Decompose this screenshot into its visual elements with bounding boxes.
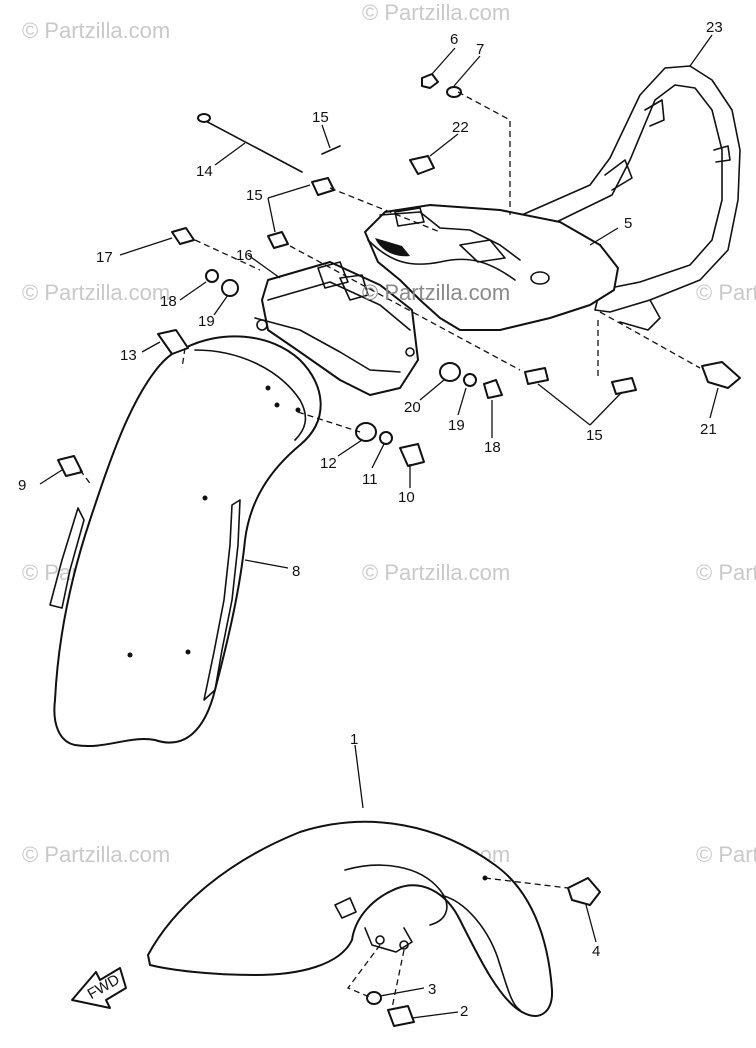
bolt-18: [483, 379, 503, 399]
callout-23: 23: [706, 19, 723, 36]
watermark-center: © Partzilla.com: [362, 280, 510, 305]
watermark: © Partzilla.com: [22, 842, 170, 867]
callout-4: 4: [592, 943, 600, 960]
callout-10: 10: [398, 489, 415, 506]
front-fender-1: [147, 820, 554, 1017]
callout-7: 7: [476, 41, 484, 58]
nut-6: [421, 73, 439, 89]
callout-9: 9: [18, 477, 26, 494]
callout-19: 18: [160, 293, 177, 310]
callout-8: 8: [292, 563, 300, 580]
grommet-22: [409, 155, 435, 175]
collar-15: [611, 377, 637, 395]
callout-22: 22: [452, 119, 469, 136]
watermark: © Partzilla.com: [22, 18, 170, 43]
callout-20: 19: [198, 313, 215, 330]
watermark: © Partzilla.com: [696, 842, 756, 867]
callout-3: 3: [428, 981, 436, 998]
washer-3: [366, 991, 382, 1005]
clip-13: [157, 329, 189, 355]
grab-rail-23: [514, 65, 741, 331]
watermark: © Partzilla.com: [362, 0, 510, 25]
fastener-4: [567, 877, 601, 906]
bolt-2: [387, 1005, 415, 1027]
washer-11: [379, 431, 393, 445]
callout-5: 5: [624, 215, 632, 232]
hardware-parts: [57, 73, 741, 1027]
callout-17: 16: [236, 247, 253, 264]
callout-18: 17: [96, 249, 113, 266]
callout-12: 12: [320, 455, 337, 472]
collar-15: [311, 177, 335, 196]
tail-housing-17: [254, 261, 419, 396]
callout-labels: 23 6 7 22 15 14 15 16 5 17 18 19 13 9 8 …: [18, 19, 723, 1020]
callout-16: 15: [312, 109, 329, 126]
fwd-arrow: FWD: [71, 967, 127, 1009]
bolt-14: [199, 117, 303, 173]
collar-15: [267, 231, 289, 249]
callout-11: 11: [362, 471, 378, 488]
washer-19: [205, 269, 219, 283]
fender-bracket-5: [364, 204, 619, 331]
watermark: © Partzilla.com: [362, 560, 510, 585]
clip-9: [57, 455, 83, 477]
callout-19: 19: [448, 417, 465, 434]
collar-15: [524, 367, 549, 385]
callout-14: 14: [196, 163, 213, 180]
callout-15: 15: [586, 427, 603, 444]
bolt-10: [399, 443, 425, 467]
callout-20: 20: [404, 399, 421, 416]
washer-7: [446, 86, 462, 98]
washer-19: [463, 373, 477, 387]
callout-6: 6: [450, 31, 458, 48]
washer-20: [221, 279, 239, 297]
bolt-21: [701, 361, 741, 389]
callout-2: 2: [460, 1003, 468, 1020]
callout-15: 15: [246, 187, 263, 204]
watermark: © Partzilla.com: [696, 560, 756, 585]
callout-1: 1: [350, 731, 358, 748]
bolt-18: [171, 227, 195, 245]
callout-18: 18: [484, 439, 501, 456]
alignment-lines: [79, 91, 701, 1009]
callout-13: 13: [120, 347, 137, 364]
washer-20: [439, 362, 461, 382]
leader-lines: [39, 34, 719, 1019]
callout-21: 21: [700, 421, 717, 438]
rear-fender-8: [49, 335, 322, 747]
watermark: © Partzilla.com: [22, 280, 170, 305]
washer-12: [355, 422, 377, 442]
watermark: © Partzilla.com: [696, 280, 756, 305]
